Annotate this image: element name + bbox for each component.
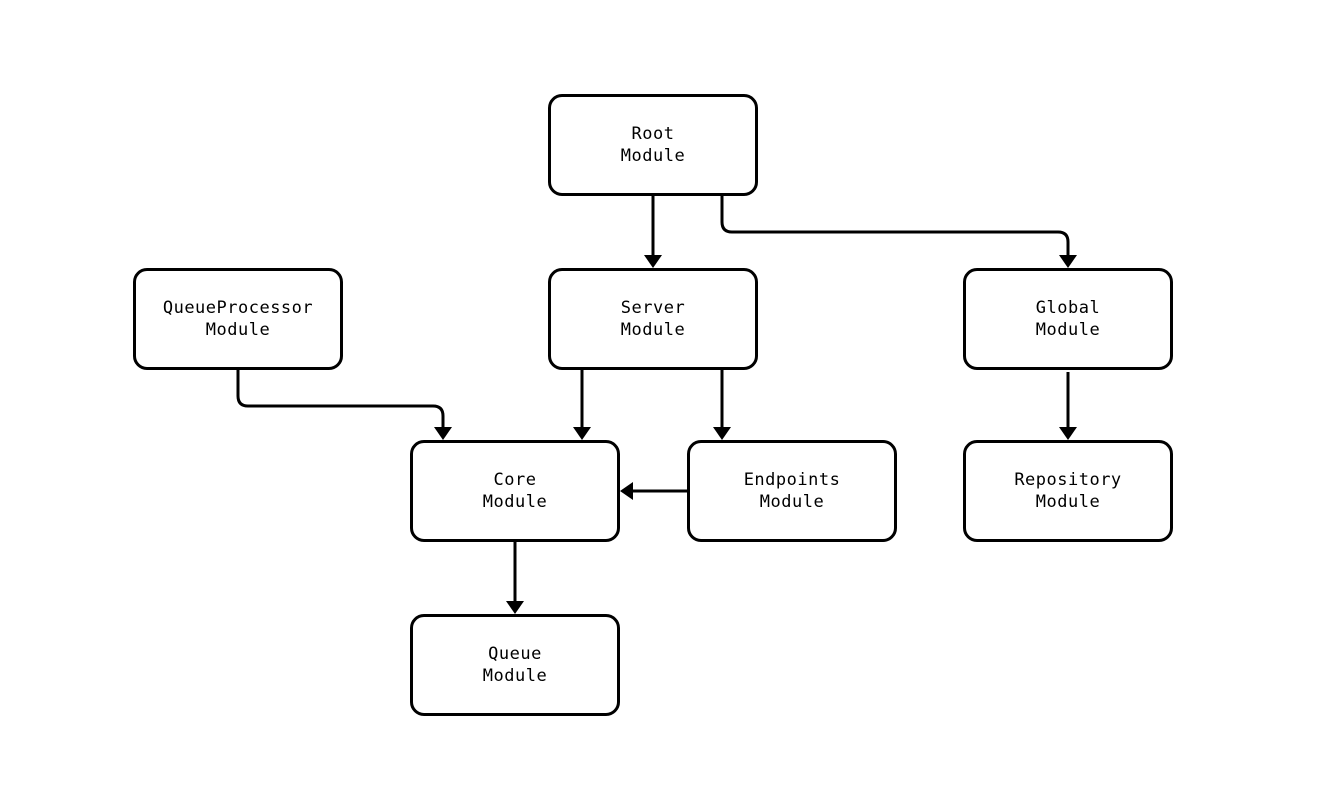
node-core-module[interactable]: Core Module — [410, 440, 620, 542]
edge-server-to-endpoints — [713, 370, 731, 440]
arrowhead-endpoints-to-core — [620, 482, 633, 500]
node-server-module-label: Server Module — [620, 298, 686, 340]
node-queue-module-label: Queue Module — [482, 644, 548, 686]
edge-queueprocessor-to-core — [236, 370, 452, 440]
arrowhead-queueprocessor-to-core — [434, 427, 452, 440]
node-root-module[interactable]: Root Module — [548, 94, 758, 196]
arrowhead-core-to-queue — [506, 601, 524, 614]
edge-server-to-core — [573, 370, 591, 440]
node-repository-module[interactable]: Repository Module — [963, 440, 1173, 542]
arrowhead-server-to-core — [573, 427, 591, 440]
edge-core-to-queue — [506, 542, 524, 614]
node-server-module[interactable]: Server Module — [548, 268, 758, 370]
node-queue-module[interactable]: Queue Module — [410, 614, 620, 716]
node-global-module-label: Global Module — [1035, 298, 1101, 340]
node-global-module[interactable]: Global Module — [963, 268, 1173, 370]
arrowhead-global-to-repository — [1059, 427, 1077, 440]
node-root-module-label: Root Module — [620, 124, 686, 166]
node-queueprocessor-module-label: QueueProcessor Module — [162, 298, 314, 340]
node-endpoints-module-label: Endpoints Module — [743, 470, 841, 512]
node-core-module-label: Core Module — [482, 470, 548, 512]
node-endpoints-module[interactable]: Endpoints Module — [687, 440, 897, 542]
edge-root-to-server — [644, 196, 662, 268]
arrowhead-server-to-endpoints — [713, 427, 731, 440]
arrowhead-root-to-global — [1059, 255, 1077, 268]
node-repository-module-label: Repository Module — [1014, 470, 1122, 512]
edge-root-to-global — [720, 196, 1077, 268]
arrowhead-root-to-server — [644, 255, 662, 268]
edge-global-to-repository — [1059, 372, 1077, 440]
edge-endpoints-to-core — [620, 482, 687, 500]
node-queueprocessor-module[interactable]: QueueProcessor Module — [133, 268, 343, 370]
